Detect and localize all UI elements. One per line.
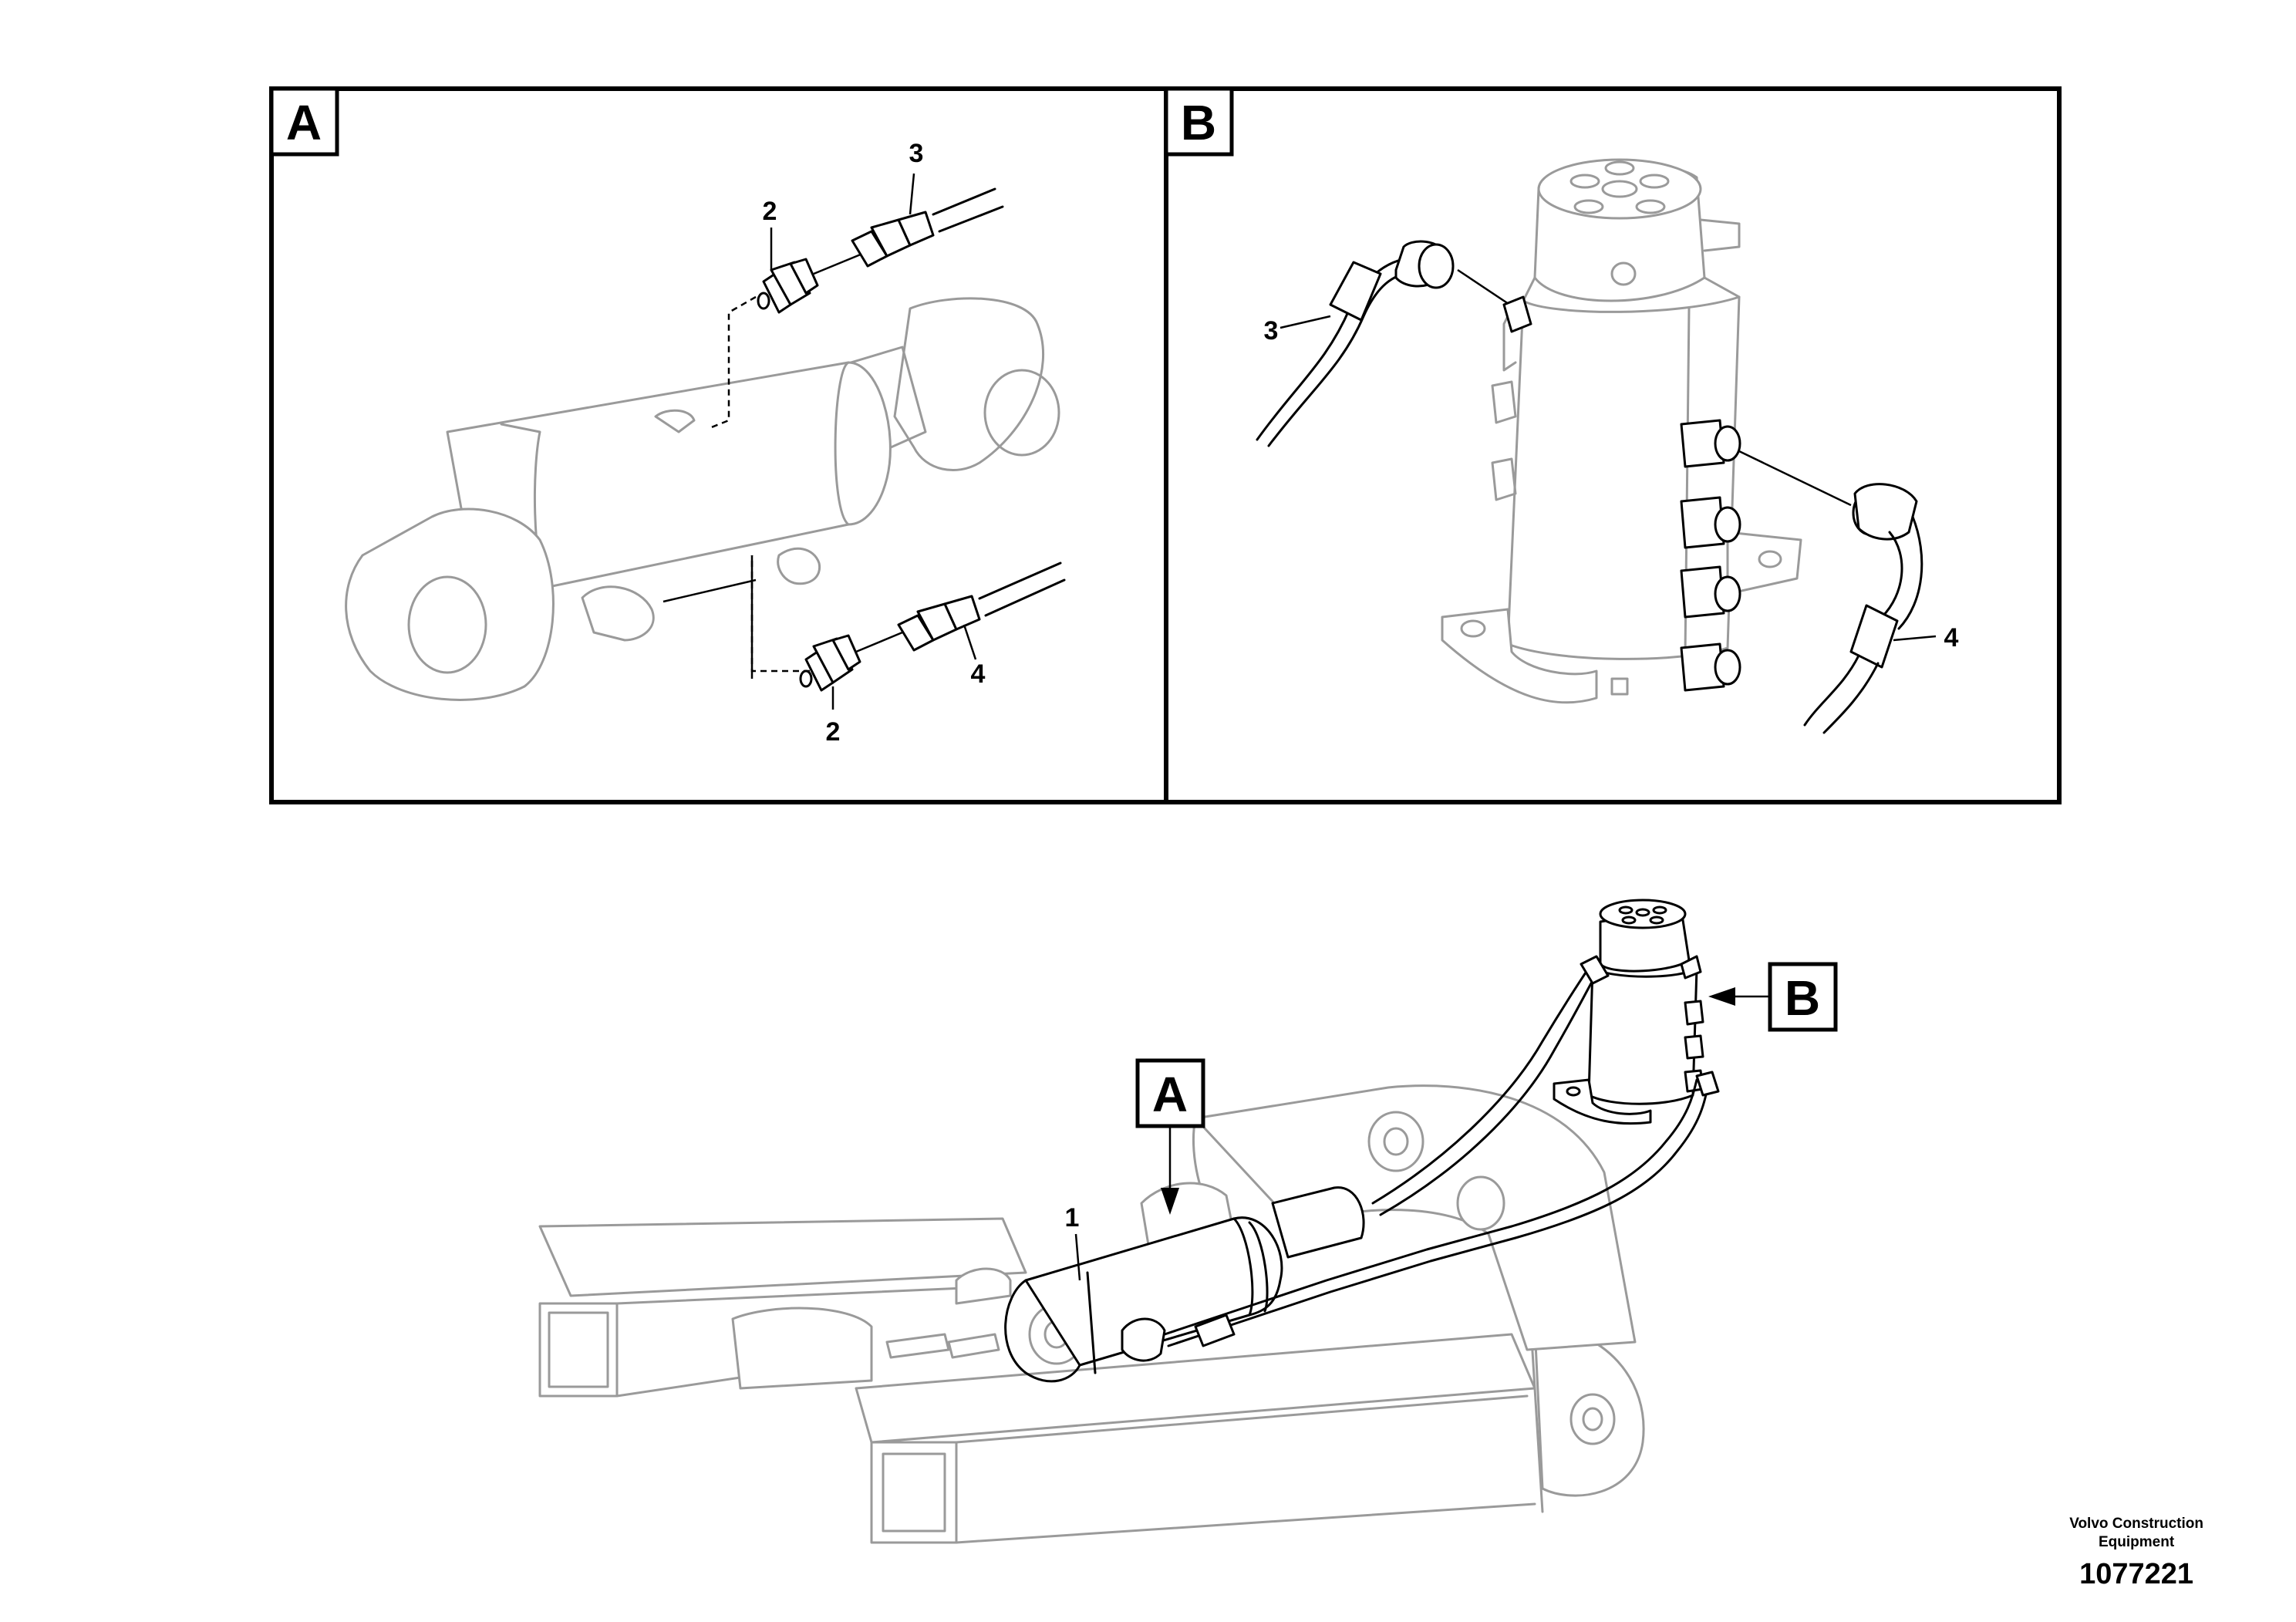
marker-b-letter: B (1785, 970, 1820, 1026)
callout-hose-right: 4 (1944, 623, 1959, 653)
frame-ghost (538, 1084, 1645, 1544)
marker-b: B (1708, 962, 1838, 1032)
callout-fitting-bottom: 2 (826, 717, 841, 747)
callout-cylinder: 1 (1065, 1203, 1080, 1233)
swivel-port-fittings (1680, 419, 1741, 692)
marker-a: A (1135, 1058, 1205, 1215)
swivel-joint-ghost (1441, 158, 1802, 704)
callout-hose-top: 3 (909, 139, 924, 168)
overview-assembly: A B 1 (538, 899, 1838, 1544)
hose-right (1803, 483, 1923, 734)
adapter-fitting-top (757, 258, 819, 314)
hydraulic-cylinder-ghost (345, 297, 1060, 701)
detail-panel-a: A (269, 86, 1168, 804)
callout-hose-bottom: 4 (971, 659, 986, 689)
detail-panel-b: B (1164, 86, 2062, 804)
hose-bottom (897, 561, 1066, 652)
panel-b-tag (1164, 86, 1234, 157)
hose-left (1256, 240, 1532, 447)
swivel-joint (1553, 899, 1704, 1125)
adapter-fitting-bottom (799, 634, 861, 692)
brand-line-1: Volvo Construction (2069, 1516, 2203, 1532)
panel-a-tag (269, 86, 339, 157)
document-footer: Volvo Construction Equipment 1077221 (2069, 1515, 2203, 1591)
hose-top (851, 187, 1004, 268)
panel-a-letter: A (286, 95, 322, 150)
document-number: 1077221 (2079, 1558, 2194, 1590)
marker-a-letter: A (1152, 1067, 1188, 1122)
hydraulic-cylinder (1004, 1186, 1517, 1383)
callout-hose-left: 3 (1264, 316, 1279, 346)
overview-hoses (1371, 955, 1720, 1239)
panel-b-letter: B (1181, 95, 1216, 150)
brand-line-2: Equipment (2099, 1534, 2175, 1550)
callout-fitting-top: 2 (763, 197, 777, 226)
